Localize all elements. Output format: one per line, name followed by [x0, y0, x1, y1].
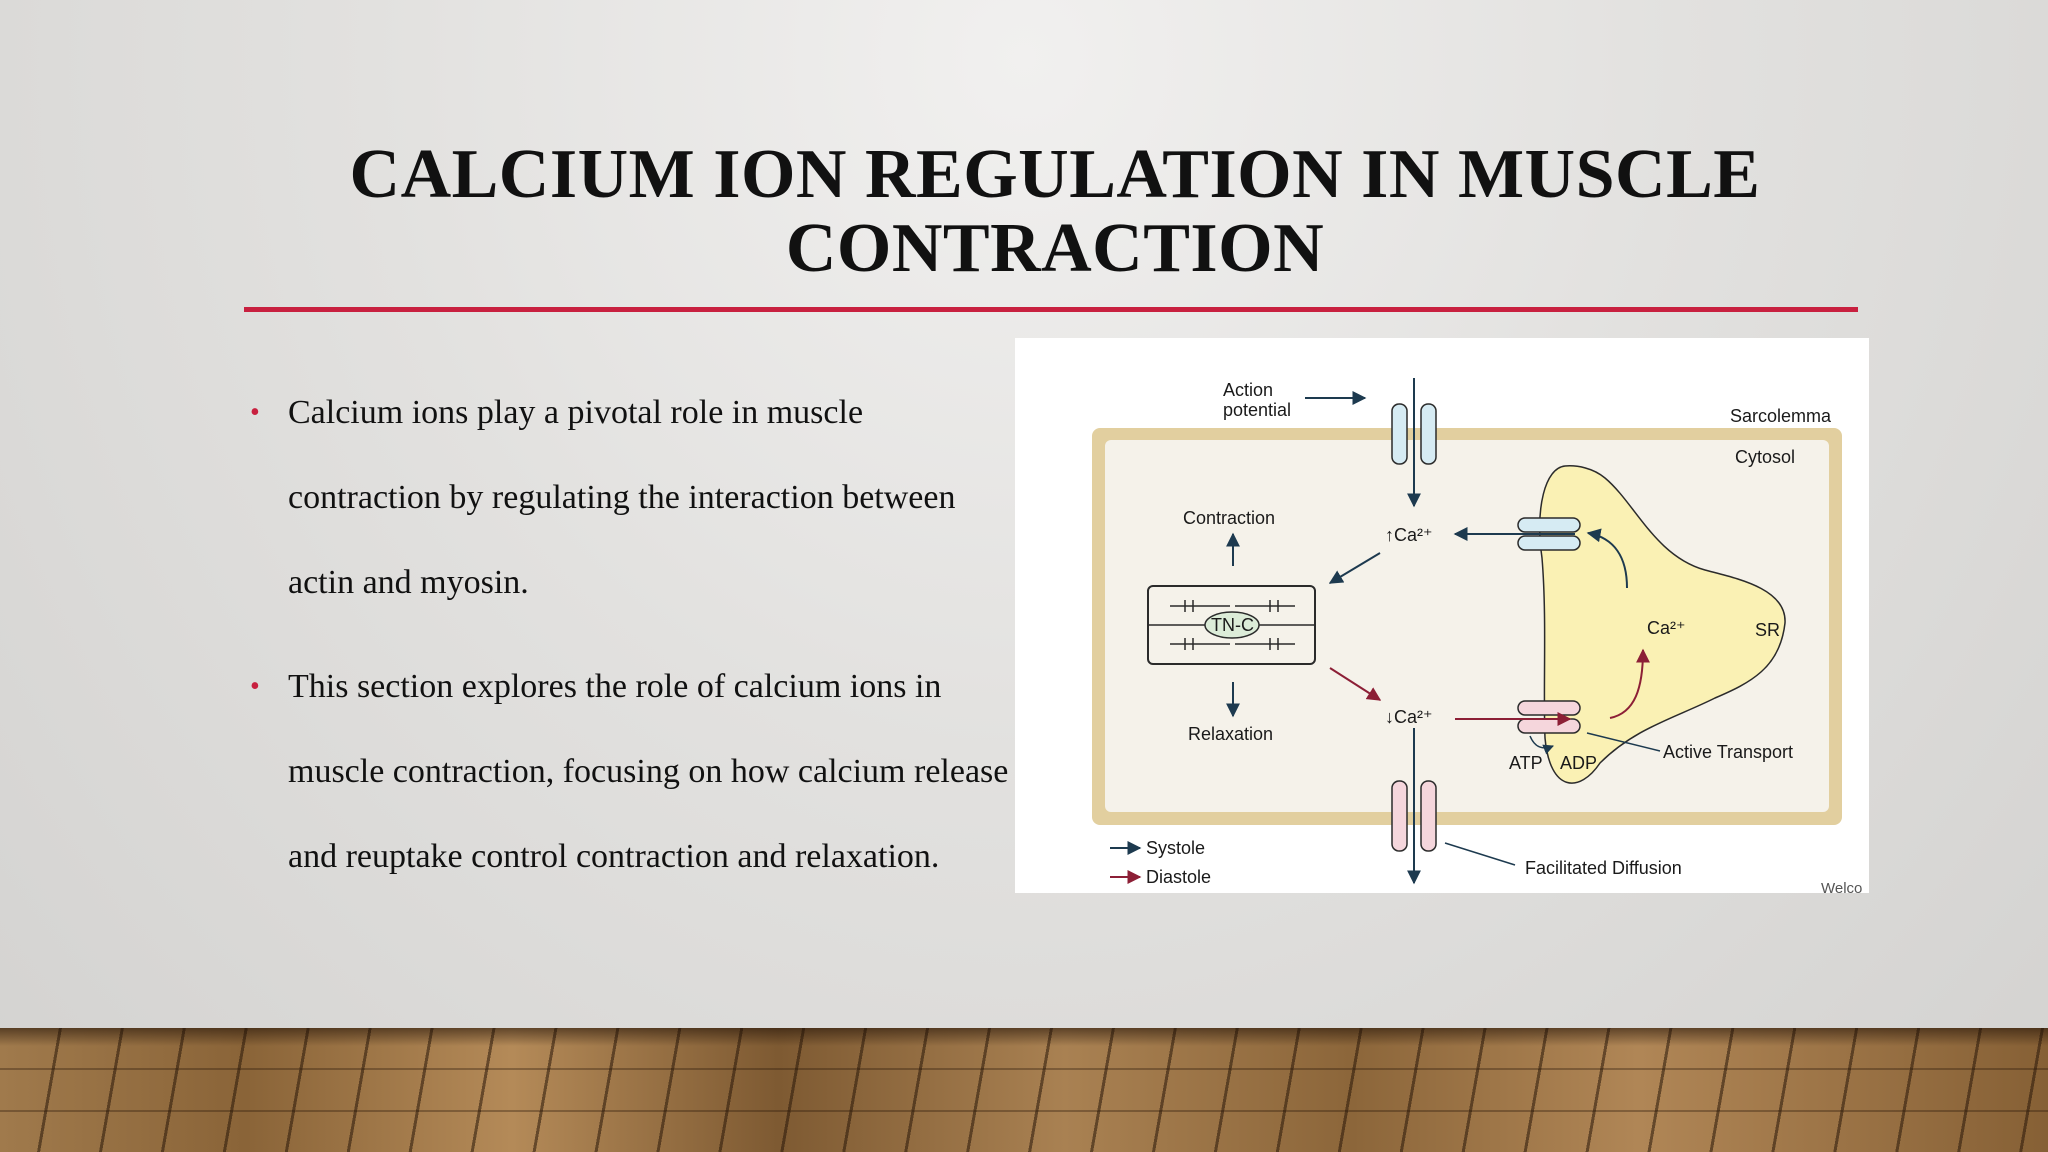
facilitated-diffusion-pointer — [1444, 842, 1516, 866]
wood-floor-decoration — [0, 1028, 2048, 1152]
label-action-potential-2: potential — [1223, 400, 1291, 420]
slide-title-line-1: CALCIUM ION REGULATION IN MUSCLE — [349, 136, 1761, 213]
bullet-item: • This section explores the role of calc… — [250, 644, 1010, 899]
label-ca-up: ↑Ca²⁺ — [1385, 525, 1433, 545]
label-ca-down: ↓Ca²⁺ — [1385, 707, 1433, 727]
bullet-marker: • — [250, 397, 260, 428]
sarcomere-to-ca-arrow — [1329, 667, 1382, 701]
ca-to-sarcomere-arrow — [1328, 552, 1381, 584]
bullet-marker: • — [250, 671, 260, 702]
bullet-text: Calcium ions play a pivotal role in musc… — [288, 394, 956, 601]
diagram-svg: Action potential Sarcolemma Cytosol Cont… — [1092, 378, 1862, 893]
atp-adp-arrow — [1529, 735, 1554, 755]
label-atp: ATP — [1509, 753, 1543, 773]
calcium-regulation-diagram: Action potential Sarcolemma Cytosol Cont… — [1015, 338, 1869, 893]
bullet-text: This section explores the role of calciu… — [288, 668, 1009, 875]
slide-title-line-2: CONTRACTION — [785, 210, 1325, 287]
top-channel — [1391, 378, 1437, 508]
label-sr: SR — [1755, 620, 1780, 640]
sr-release-arrow — [1586, 528, 1628, 589]
bullet-list: • Calcium ions play a pivotal role in mu… — [250, 370, 1010, 918]
label-active-transport: Active Transport — [1663, 742, 1793, 762]
label-adp: ADP — [1560, 753, 1597, 773]
sr-compartment — [1539, 465, 1786, 784]
label-contraction: Contraction — [1183, 508, 1275, 528]
label-ca-sr: Ca²⁺ — [1647, 618, 1686, 638]
sr-release-channel — [1453, 517, 1581, 551]
slide-title: CALCIUM ION REGULATION IN MUSCLE CONTRAC… — [245, 138, 1865, 286]
label-tnc: TN-C — [1211, 615, 1254, 635]
sarcomere — [1147, 585, 1316, 665]
tnc-complex — [1204, 611, 1260, 639]
label-facilitated-diffusion: Facilitated Diffusion — [1525, 858, 1682, 878]
label-action-potential-1: Action — [1223, 380, 1273, 400]
active-transport-pointer — [1586, 732, 1661, 752]
title-divider — [244, 307, 1858, 312]
legend-diastole-label: Diastole — [1146, 867, 1211, 887]
watermark-text: Welco — [1821, 880, 1862, 893]
bottom-channel — [1391, 728, 1437, 885]
floor-shadow — [0, 1028, 2048, 1046]
sr-uptake-pump — [1455, 700, 1581, 734]
label-cytosol: Cytosol — [1735, 447, 1795, 467]
sr-uptake-arrow — [1609, 648, 1650, 719]
bullet-item: • Calcium ions play a pivotal role in mu… — [250, 370, 1010, 625]
legend-systole-label: Systole — [1146, 838, 1205, 858]
label-relaxation: Relaxation — [1188, 724, 1273, 744]
label-sarcolemma: Sarcolemma — [1730, 406, 1832, 426]
